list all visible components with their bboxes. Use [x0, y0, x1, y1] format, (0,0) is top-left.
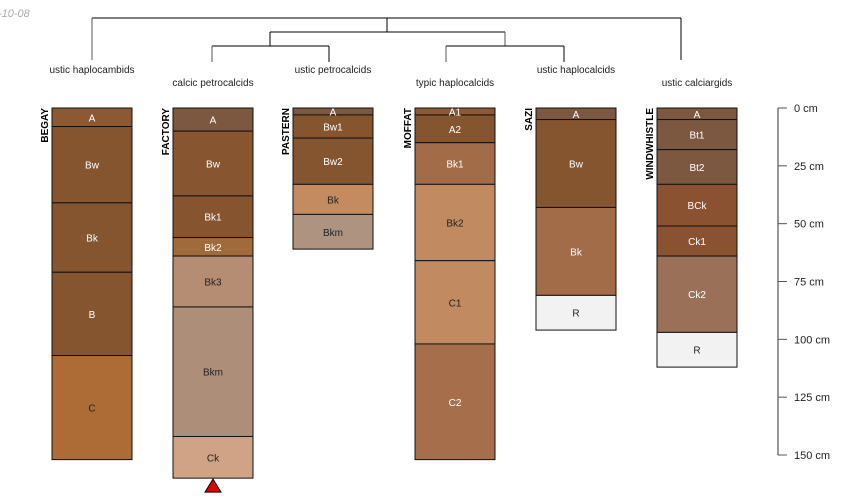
horizon-bk [535, 206, 617, 296]
profile-name: SAZI [524, 108, 535, 131]
horizon-rects [292, 107, 374, 250]
horizon-label: Bk [86, 234, 99, 245]
horizon-rects [535, 107, 617, 331]
horizon-label: Bw2 [323, 157, 343, 168]
horizon-label: A2 [449, 125, 462, 136]
depth-axis-label: 25 cm [794, 161, 824, 173]
horizon-label: Bk1 [446, 160, 464, 171]
horizon-label: Bk [327, 195, 340, 206]
depth-axis-label: 150 cm [794, 450, 830, 462]
horizon-bck [656, 183, 738, 227]
horizon-label: Bk1 [204, 213, 222, 224]
horizon-label: Ck [207, 453, 220, 464]
horizon-label: Bk3 [204, 278, 222, 289]
profile-name: FACTORY [161, 108, 172, 156]
horizon-bt2 [656, 149, 738, 185]
horizon-bw2 [292, 137, 374, 185]
horizon-label: A [694, 110, 701, 121]
depth-axis-label: 50 cm [794, 219, 824, 231]
horizon-bk [292, 183, 374, 215]
horizon-rects [51, 107, 133, 461]
depth-axis-label: 100 cm [794, 334, 830, 346]
taxon-label: typic haplocalcids [416, 78, 494, 89]
horizon-label: A [573, 110, 580, 121]
horizon-label: Bt1 [689, 131, 704, 142]
horizon-label: Bw [569, 160, 584, 171]
taxon-label: calcic petrocalcids [172, 78, 253, 89]
depth-marker-triangle-icon [204, 478, 222, 493]
taxon-label: ustic petrocalcids [295, 65, 372, 76]
horizon-label: C2 [449, 398, 462, 409]
horizon-bk3 [172, 255, 254, 308]
horizon-rects [414, 107, 496, 461]
horizon-rects [172, 107, 254, 479]
horizon-bk1 [172, 195, 254, 239]
horizon-r [656, 331, 738, 368]
horizon-a2 [414, 114, 496, 144]
horizon-label: A1 [449, 107, 462, 118]
horizon-label: C [88, 404, 95, 415]
profile-name: WINDWHISTLE [645, 108, 656, 180]
horizon-bk2 [414, 183, 496, 262]
horizon-rects [656, 107, 738, 368]
depth-axis-label: 0 cm [794, 103, 818, 115]
taxon-label: ustic haplocalcids [537, 65, 615, 76]
horizon-bk1 [414, 142, 496, 185]
horizon-ck2 [656, 255, 738, 333]
horizon-c [51, 355, 133, 461]
horizon-label: A [210, 116, 217, 127]
horizon-label: Bkm [203, 368, 223, 379]
horizon-r [535, 294, 617, 331]
taxon-label: ustic haplocambids [49, 65, 134, 76]
horizon-bkm [172, 306, 254, 437]
horizon-label: R [693, 346, 700, 357]
figure-title: -10-08 [0, 8, 30, 20]
horizon-bw [172, 130, 254, 197]
horizon-label: Bw [206, 160, 221, 171]
horizon-label: Bt2 [689, 163, 704, 174]
horizon-label: Bk2 [204, 243, 222, 254]
depth-axis-label: 75 cm [794, 277, 824, 289]
horizon-c2 [414, 343, 496, 461]
horizon-label: Bkm [323, 228, 343, 239]
horizon-label: Bw1 [323, 123, 343, 134]
horizon-label: BCk [688, 201, 708, 212]
taxon-label: ustic calciargids [662, 78, 733, 89]
horizon-label: Bk [570, 247, 583, 258]
horizon-label: C1 [449, 298, 462, 309]
horizon-label: R [572, 309, 579, 320]
horizon-bkm [292, 213, 374, 250]
horizon-ck1 [656, 225, 738, 257]
horizon-label: Bk2 [446, 219, 464, 230]
depth-axis: 0 cm 25 cm 50 cm 75 cm 100 cm 125 cm 150 cm [777, 103, 830, 462]
horizon-label: Ck2 [688, 290, 706, 301]
profile-name: BEGAY [40, 108, 51, 143]
horizon-label: Bw [85, 161, 100, 172]
horizon-ck [172, 435, 254, 479]
horizon-label: A [89, 113, 96, 124]
horizon-label: B [89, 310, 96, 321]
horizon-bw [535, 119, 617, 208]
horizon-label: Ck1 [688, 237, 706, 248]
horizon-label: A [330, 107, 337, 118]
profile-name: MOFFAT [403, 108, 414, 148]
profile-name: PASTERN [281, 108, 292, 155]
depth-axis-label: 125 cm [794, 392, 830, 404]
